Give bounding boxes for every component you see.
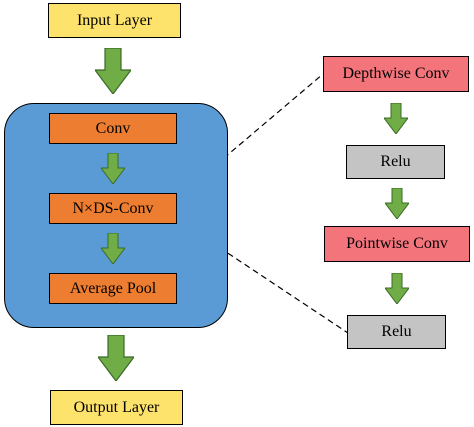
pointwise-conv-label: Pointwise Conv [346, 235, 448, 252]
relu-label-2: Relu [381, 323, 412, 340]
input-layer-box: Input Layer [48, 3, 181, 38]
down-arrow-icon [101, 233, 125, 264]
depthwise-conv-label: Depthwise Conv [342, 65, 450, 82]
conv-label: Conv [95, 119, 131, 137]
nds-conv-box: N×DS-Conv [49, 193, 177, 224]
down-arrow-icon [95, 48, 131, 94]
down-arrow-icon [98, 335, 134, 381]
average-pool-box: Average Pool [49, 273, 177, 304]
down-arrow-icon [385, 273, 409, 304]
output-layer-box: Output Layer [50, 390, 183, 425]
down-arrow-icon [101, 153, 125, 184]
down-arrow-icon [385, 188, 409, 219]
relu-box-1: Relu [346, 145, 445, 179]
input-layer-label: Input Layer [76, 11, 153, 29]
pointwise-conv-box: Pointwise Conv [324, 226, 470, 262]
output-layer-label: Output Layer [73, 398, 160, 416]
relu-label-1: Relu [380, 153, 411, 170]
relu-box-2: Relu [347, 315, 446, 349]
average-pool-label: Average Pool [69, 279, 157, 297]
conv-box: Conv [49, 113, 177, 144]
down-arrow-icon [384, 103, 408, 134]
depthwise-conv-box: Depthwise Conv [323, 56, 469, 92]
nds-conv-label: N×DS-Conv [72, 199, 154, 217]
